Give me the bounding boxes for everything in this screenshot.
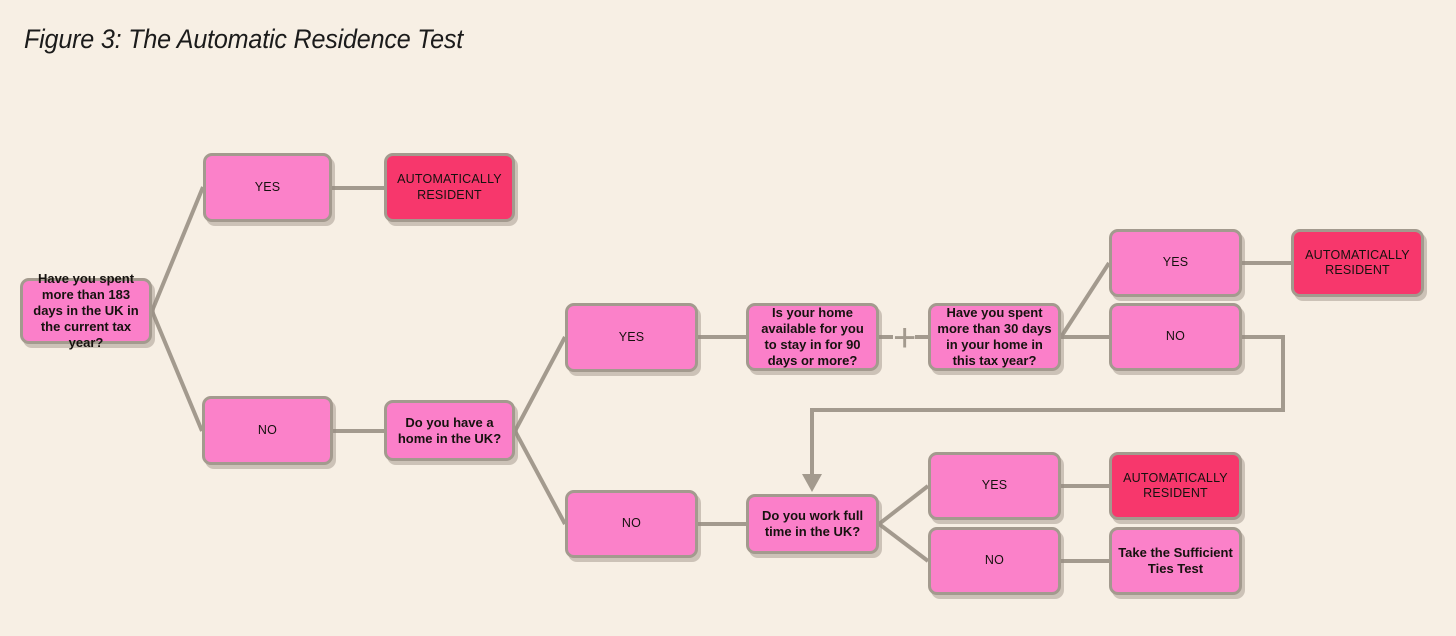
arrowhead-icon — [802, 474, 822, 492]
node-outcome-automatically-resident-1[interactable]: AUTOMATICALLY RESIDENT — [384, 153, 515, 222]
node-question-30-days-in-home[interactable]: Have you spent more than 30 days in your… — [928, 303, 1061, 371]
edge-home-to-yes — [513, 336, 567, 432]
figure-title: Figure 3: The Automatic Residence Test — [24, 24, 464, 54]
node-label: YES — [1162, 255, 1189, 270]
node-label: Take the Sufficient Ties Test — [1118, 545, 1233, 576]
node-label: NO — [1165, 329, 1186, 344]
node-label: YES — [618, 329, 645, 344]
edge-home-to-no — [513, 430, 567, 525]
node-question-183-days[interactable]: Have you spent more than 183 days in the… — [20, 271, 152, 350]
node-label: Is your home available for you to stay i… — [761, 305, 864, 368]
node-question-work-full-time[interactable]: Do you work full time in the UK? — [746, 494, 879, 554]
node-label: AUTOMATICALLY RESIDENT — [1123, 470, 1228, 500]
node-answer-work-no[interactable]: NO — [928, 527, 1061, 595]
edge-q183-to-yes — [150, 186, 205, 312]
node-label: NO — [257, 422, 278, 437]
node-answer-home-no[interactable]: NO — [565, 490, 698, 558]
node-label: YES — [981, 478, 1008, 493]
node-label: YES — [254, 179, 281, 194]
node-outcome-sufficient-ties-test[interactable]: Take the Sufficient Ties Test — [1109, 527, 1242, 595]
node-label: Do you work full time in the UK? — [761, 508, 864, 539]
node-answer-30-days-no[interactable]: NO — [1109, 303, 1242, 371]
node-answer-30-days-yes[interactable]: YES — [1109, 229, 1242, 297]
edge-30days-to-yes — [1059, 261, 1111, 339]
node-question-home-in-uk[interactable]: Do you have a home in the UK? — [384, 400, 515, 461]
node-outcome-automatically-resident-3[interactable]: AUTOMATICALLY RESIDENT — [1109, 452, 1242, 520]
edge-q183-to-no — [150, 310, 204, 432]
plus-icon: + — [893, 316, 917, 360]
node-label: Have you spent more than 183 days in the… — [33, 271, 139, 350]
node-question-home-available-90-days[interactable]: Is your home available for you to stay i… — [746, 303, 879, 371]
node-answer-work-yes[interactable]: YES — [928, 452, 1061, 520]
node-answer-home-yes[interactable]: YES — [565, 303, 698, 372]
node-answer-183-no[interactable]: NO — [202, 396, 333, 465]
node-label: AUTOMATICALLY RESIDENT — [1305, 247, 1410, 277]
node-answer-183-yes[interactable]: YES — [203, 153, 332, 222]
node-label: NO — [984, 553, 1005, 568]
node-label: AUTOMATICALLY RESIDENT — [397, 172, 502, 202]
node-label: Have you spent more than 30 days in your… — [937, 305, 1052, 368]
node-label: NO — [621, 516, 642, 531]
node-label: Do you have a home in the UK? — [397, 414, 502, 446]
edge-fulltime-to-yes — [877, 484, 930, 526]
node-outcome-automatically-resident-2[interactable]: AUTOMATICALLY RESIDENT — [1291, 229, 1424, 297]
edge-fulltime-to-no — [877, 522, 930, 563]
